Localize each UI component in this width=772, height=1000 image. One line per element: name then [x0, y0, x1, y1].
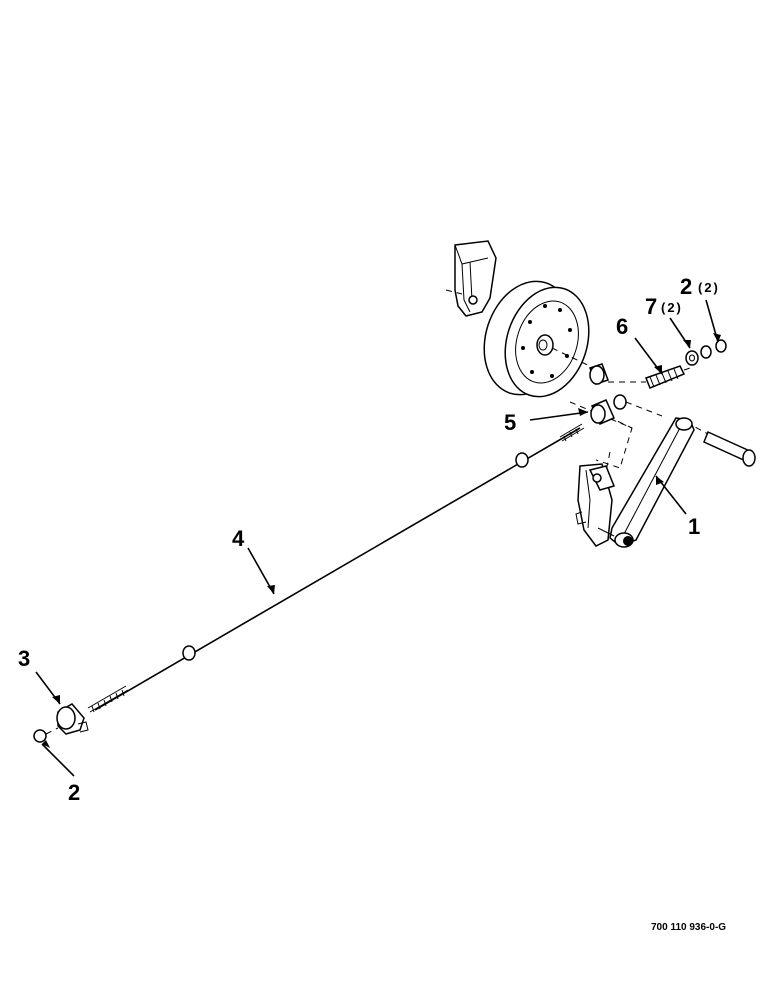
pivot-bracket [575, 463, 616, 547]
drawing-number: 700 110 936-0-G [651, 922, 726, 933]
control-rod [87, 423, 585, 713]
mounting-bracket [445, 240, 497, 317]
rod-end-coupler [56, 703, 89, 735]
callout-2-top: 2 [680, 274, 692, 299]
callout-7: 7 [645, 294, 657, 319]
pulley-wheel [483, 280, 590, 398]
callout-3: 3 [18, 646, 30, 671]
washer [685, 350, 699, 366]
callout-5: 5 [504, 410, 516, 435]
lever-arm [609, 417, 695, 548]
callout-2-top-quantity: (2) [698, 280, 720, 295]
spring [608, 365, 691, 389]
axle-center-line [551, 347, 599, 371]
nut-pair [700, 339, 727, 359]
rod-bushing [590, 399, 615, 425]
pivot-bolt [685, 421, 756, 467]
callout-6: 6 [616, 314, 628, 339]
callout-7-quantity: (2) [661, 300, 683, 315]
callout-1: 1 [688, 514, 700, 539]
leader-lines [35, 299, 721, 777]
rod-end-nut [33, 729, 47, 743]
callout-2-bottom: 2 [68, 780, 80, 805]
callout-4: 4 [232, 526, 245, 551]
bushing-washer [613, 394, 627, 410]
wheel-bushing [589, 363, 609, 385]
